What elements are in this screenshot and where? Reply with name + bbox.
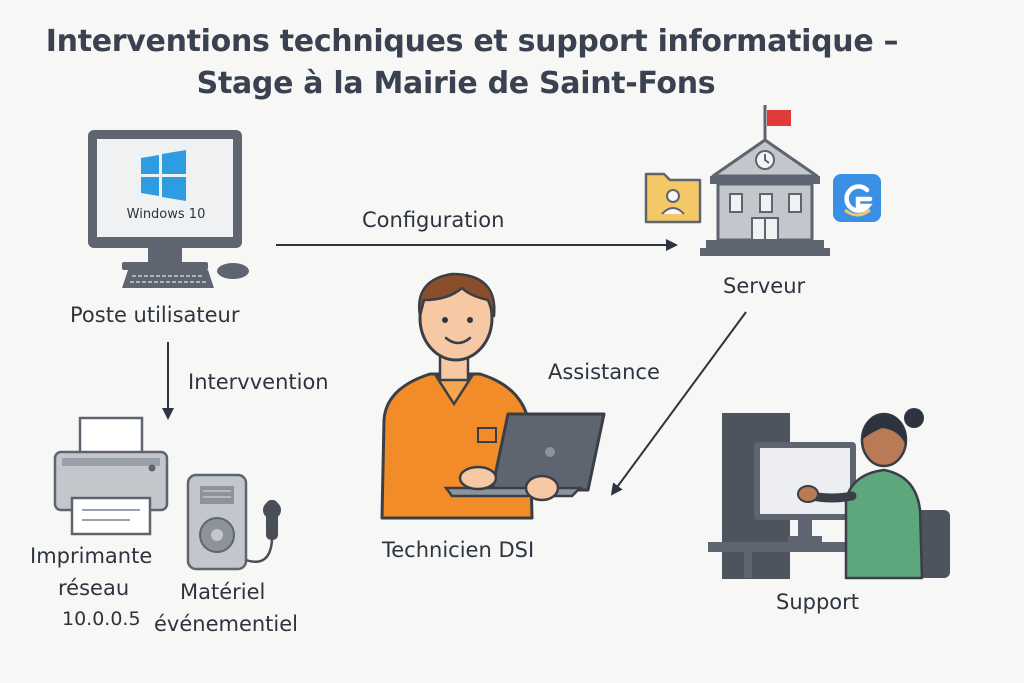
support-label: Support <box>776 590 860 614</box>
town-hall-icon <box>700 105 830 256</box>
printer-label-line1: Imprimante <box>30 544 153 568</box>
title-line-2: Stage à la Mairie de Saint-Fons <box>196 66 716 101</box>
monitor-icon: Windows 10 <box>88 130 242 270</box>
sync-app-icon <box>833 174 881 222</box>
workstation-label: Poste utilisateur <box>70 303 240 327</box>
printer-label-line2: réseau <box>58 576 130 600</box>
server-label: Serveur <box>723 274 806 298</box>
event-gear-label-line2: événementiel <box>154 612 299 636</box>
mouse-icon <box>217 263 249 279</box>
windows-logo-icon <box>141 150 186 201</box>
printer-ip: 10.0.0.5 <box>62 608 141 630</box>
printer-icon <box>53 416 169 536</box>
support-agent-icon <box>708 408 950 580</box>
flag-icon <box>767 110 791 126</box>
title-line-1: Interventions techniques et support info… <box>45 24 899 59</box>
technician-label: Technicien DSI <box>382 538 535 562</box>
screen-text: Windows 10 <box>127 207 206 222</box>
configuration-label: Configuration <box>362 208 505 232</box>
event-gear-label-line1: Matériel <box>180 580 266 604</box>
user-folder-icon <box>644 172 702 224</box>
speaker-microphone-icon <box>186 473 281 571</box>
technician-laptop-icon <box>380 272 606 520</box>
keyboard-icon <box>122 270 214 288</box>
assistance-arrow <box>610 311 747 496</box>
intervention-label: Intervvention <box>188 370 329 394</box>
assistance-label: Assistance <box>548 360 660 384</box>
